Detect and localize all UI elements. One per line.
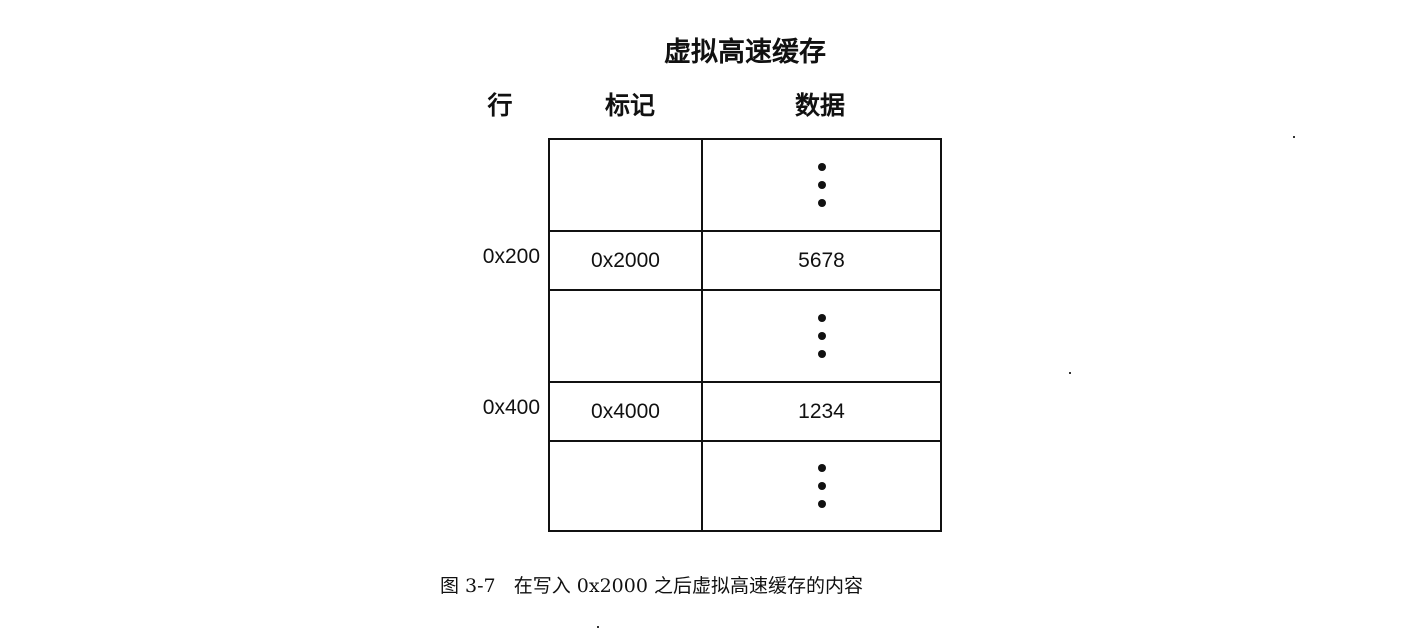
cache-row-0x200: 0x2000 5678 <box>550 232 940 291</box>
tag-cell <box>550 291 703 381</box>
cache-row-ellipsis-top <box>550 140 940 232</box>
cache-row-ellipsis-middle <box>550 291 940 383</box>
column-header-tag: 标记 <box>604 91 655 120</box>
row-label-0x400: 0x400 <box>482 396 540 419</box>
data-cell: 1234 <box>798 399 845 423</box>
ellipsis-vertical-icon <box>817 163 826 207</box>
diagram-title: 虚拟高速缓存 <box>664 37 826 68</box>
tag-cell <box>550 140 703 230</box>
figure-caption: 图 3-7 在写入 0x2000 之后虚拟高速缓存的内容 <box>440 575 863 597</box>
data-cell: 5678 <box>798 248 845 272</box>
scan-speck <box>1293 136 1295 138</box>
cache-row-0x400: 0x4000 1234 <box>550 383 940 442</box>
data-cell <box>703 291 940 381</box>
tag-cell: 0x2000 <box>550 232 703 289</box>
cache-table: 0x2000 5678 0x4000 1234 <box>548 138 942 532</box>
data-cell <box>703 140 940 230</box>
ellipsis-vertical-icon <box>817 314 826 358</box>
cache-row-ellipsis-bottom <box>550 442 940 530</box>
column-header-data: 数据 <box>794 91 845 120</box>
row-label-0x200: 0x200 <box>482 245 540 268</box>
data-cell <box>703 442 940 530</box>
tag-cell <box>550 442 703 530</box>
ellipsis-vertical-icon <box>817 464 826 508</box>
column-header-row: 行 <box>487 91 513 120</box>
scan-speck <box>597 626 599 628</box>
scan-speck <box>1069 372 1071 374</box>
tag-cell: 0x4000 <box>550 383 703 440</box>
